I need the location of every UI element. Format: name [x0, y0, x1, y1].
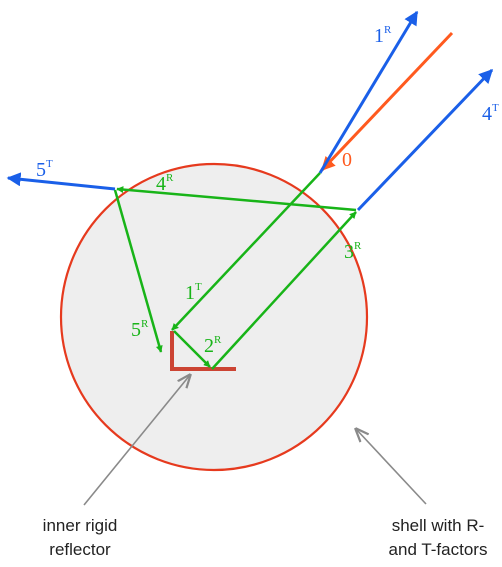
- transmitted-ray-4T: [356, 68, 494, 212]
- label-4T: 4T: [482, 102, 499, 125]
- internal-ray-3R: [211, 211, 357, 370]
- caption-shell-line1: shell with R-: [392, 516, 485, 535]
- caption-reflector-line1: inner rigid: [43, 516, 118, 535]
- pointer-to-shell: [356, 429, 427, 505]
- incident-ray-0: [320, 31, 454, 172]
- internal-ray-1T: [171, 172, 321, 331]
- label-5R: 5R: [131, 318, 149, 341]
- internal-ray-4R: [116, 186, 357, 212]
- pointer-to-reflector: [83, 375, 190, 506]
- caption-reflector-line2: reflector: [49, 540, 111, 559]
- label-3R: 3R: [344, 240, 362, 263]
- caption-shell-line2: and T-factors: [389, 540, 488, 559]
- internal-ray-5R: [113, 189, 163, 353]
- internal-ray-2R: [173, 330, 211, 368]
- label-5T: 5T: [36, 158, 53, 181]
- shell-circle: [59, 162, 369, 472]
- label-2R: 2R: [204, 334, 222, 357]
- label-1R: 1R: [374, 24, 392, 47]
- label-1T: 1T: [185, 281, 202, 304]
- label-0: 0: [342, 149, 352, 171]
- transmitted-ray-5T: [6, 172, 116, 191]
- label-4R: 4R: [156, 172, 174, 195]
- reflected-ray-1R: [318, 10, 419, 174]
- inner-rigid-reflector: [170, 331, 236, 371]
